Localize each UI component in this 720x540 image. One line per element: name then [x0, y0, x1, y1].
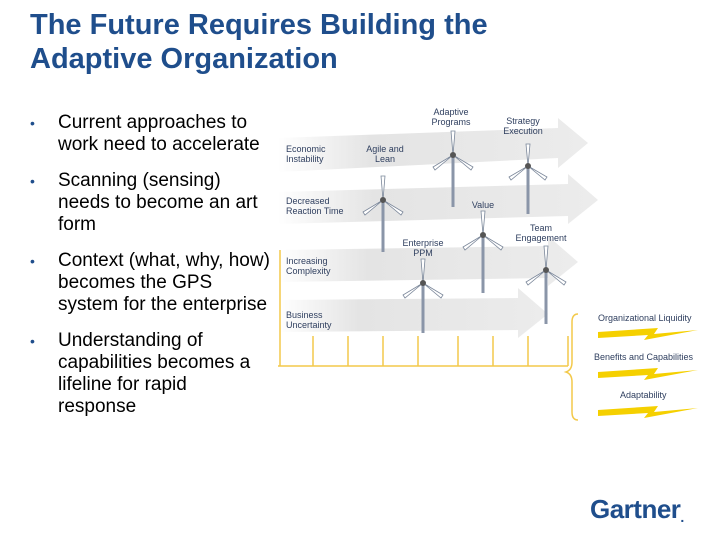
turbine-tower: [544, 270, 548, 324]
wind-turbine: [402, 258, 444, 333]
turbine-blades: [432, 130, 474, 171]
turbine-blades: [508, 143, 548, 181]
turbine-label-line: Adaptive: [433, 107, 468, 117]
wind-turbine: [508, 143, 548, 214]
wind-arrow: [278, 288, 548, 338]
turbine-label-line: Strategy: [506, 116, 540, 126]
gartner-logo: Gartner.: [590, 494, 684, 525]
driver-line: Business: [286, 310, 323, 320]
driver-line: Complexity: [286, 266, 331, 276]
turbine-tower: [481, 235, 485, 293]
turbine-label-line: Programs: [431, 117, 471, 127]
driver-line: Decreased: [286, 196, 330, 206]
turbine-label-line: Team: [530, 223, 552, 233]
bullet-item: • Scanning (sensing) needs to become an a…: [30, 170, 270, 236]
driver-line: Economic: [286, 144, 326, 154]
turbine-label-line: Lean: [375, 154, 395, 164]
slide-title-line-2: Adaptive Organization: [30, 43, 338, 75]
bullet-item: • Understanding of capabilities becomes a…: [30, 330, 270, 418]
turbine-label: Value: [472, 200, 494, 210]
turbine-hub: [420, 280, 426, 286]
turbine-label-line: Engagement: [515, 233, 567, 243]
turbine-label-line: Agile and: [366, 144, 404, 154]
slide-title: The Future Requires Building the Adaptiv…: [30, 8, 670, 76]
lightning-bolt-icon: [598, 406, 698, 418]
logo-mark: .: [680, 509, 684, 525]
turbine-label-line: PPM: [413, 248, 433, 258]
turbine-tower: [526, 166, 530, 214]
bullet-text: Current approaches to work need to accel…: [58, 112, 260, 155]
bullet-list: • Current approaches to work need to acce…: [30, 112, 270, 432]
outcome-brace: [563, 313, 579, 421]
lightning-bolt-icon: [598, 368, 698, 380]
wind-arrow: [278, 236, 578, 286]
turbine-tower: [421, 283, 425, 333]
bullet-text: Understanding of capabilities becomes a …: [58, 330, 251, 417]
turbine-blades: [362, 175, 404, 216]
bullet-text: Scanning (sensing) needs to become an ar…: [58, 170, 258, 235]
driver-line: Instability: [286, 154, 324, 164]
wind-arrow: [278, 118, 588, 172]
slide-title-line-1: The Future Requires Building the: [30, 9, 488, 41]
wind-turbine: [525, 245, 567, 324]
driver-line: Reaction Time: [286, 206, 344, 216]
turbine-blades: [402, 258, 444, 299]
bullet-marker: •: [30, 253, 35, 269]
turbine-blades: [462, 210, 504, 251]
turbine-hub: [450, 152, 456, 158]
turbine-label-line: Enterprise: [402, 238, 443, 248]
bullet-item: • Context (what, why, how) becomes the GP…: [30, 250, 270, 316]
turbine-label-line: Value: [472, 200, 494, 210]
lightning-bolt-icon: [598, 328, 698, 340]
bullet-marker: •: [30, 333, 35, 349]
wind-arrow: [278, 174, 598, 224]
driver-line: Increasing: [286, 256, 328, 266]
wind-turbine: [432, 130, 474, 207]
wind-turbine: [462, 210, 504, 293]
turbine-hub: [525, 163, 531, 169]
driver-line: Uncertainty: [286, 320, 332, 330]
bullet-text: Context (what, why, how) becomes the GPS…: [58, 250, 270, 315]
turbine-hub: [480, 232, 486, 238]
turbine-hub: [380, 197, 386, 203]
outcome-label: Adaptability: [620, 390, 667, 400]
turbine-label-line: Execution: [503, 126, 543, 136]
turbine-blades: [525, 245, 567, 286]
bullet-marker: •: [30, 115, 35, 131]
turbine-tower: [451, 155, 455, 207]
logo-text: Gartner: [590, 494, 681, 524]
outcome-label: Benefits and Capabilities: [594, 352, 694, 362]
turbine-hub: [543, 267, 549, 273]
wind-turbine: [362, 175, 404, 252]
bullet-marker: •: [30, 173, 35, 189]
outcome-label: Organizational Liquidity: [598, 313, 692, 323]
bullet-item: • Current approaches to work need to acce…: [30, 112, 270, 156]
yellow-grid: [278, 250, 579, 421]
turbine-tower: [381, 200, 385, 252]
